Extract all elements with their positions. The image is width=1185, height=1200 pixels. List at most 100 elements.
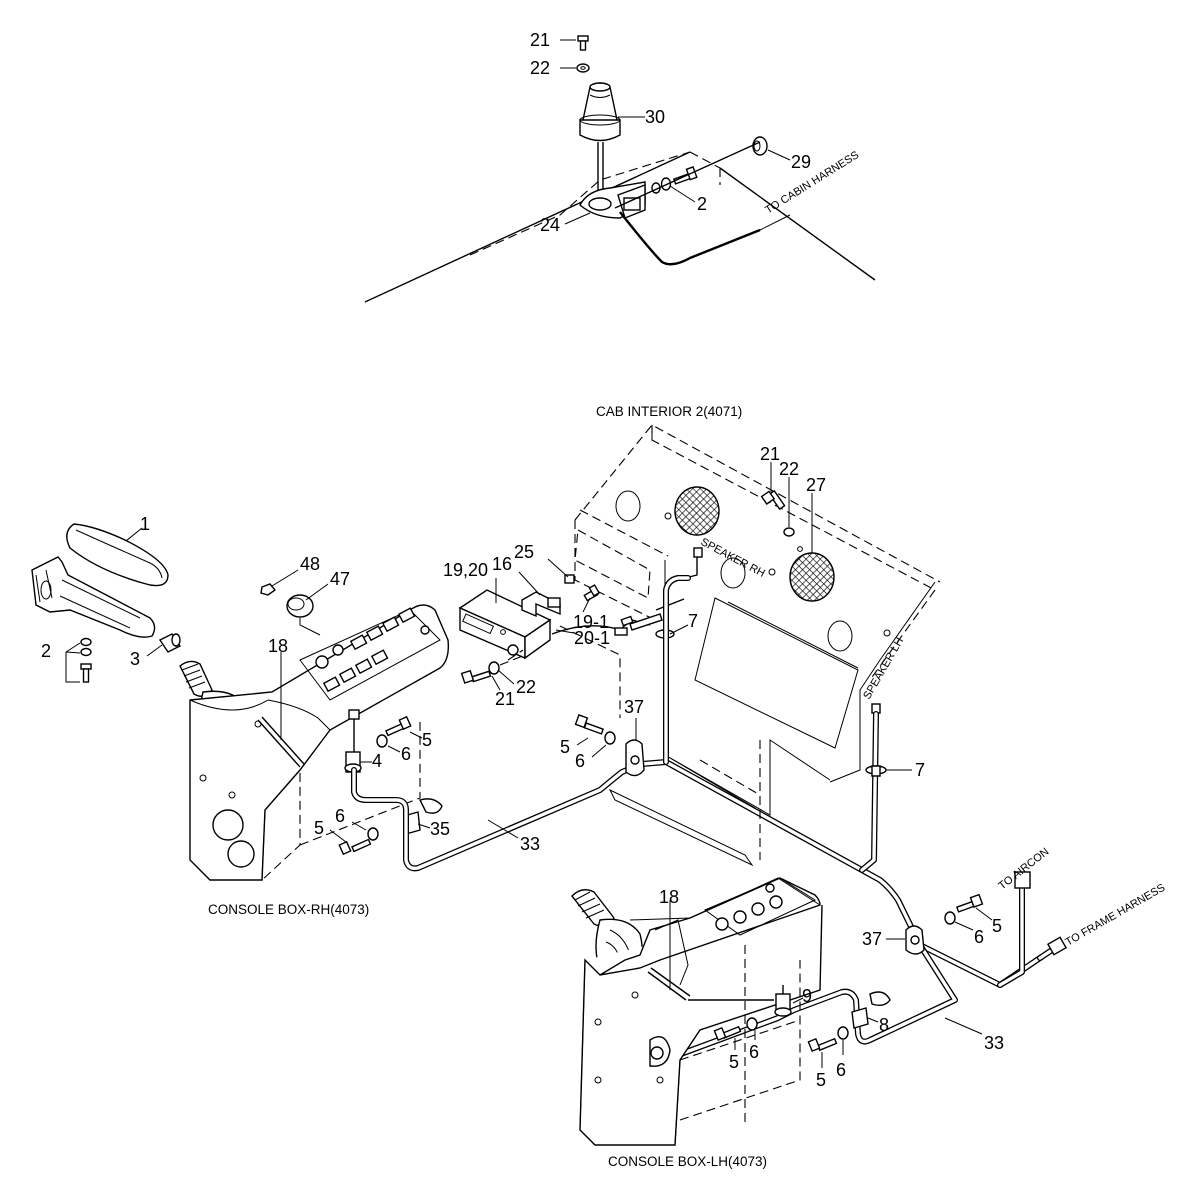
speaker-grille-rh [674, 486, 720, 536]
washer-6-rh-b [367, 827, 379, 841]
label-47: 47 [330, 569, 350, 589]
bolt-5-lh-a [713, 1025, 742, 1042]
washer-6-mid [604, 731, 616, 745]
radio-assembly: 19,20 16 25 19-1 20-1 21 22 7 [443, 542, 698, 718]
label-5-right: 5 [992, 916, 1002, 936]
label-22-radio: 22 [516, 677, 536, 697]
grommet-29 [752, 136, 768, 156]
label-30: 30 [645, 107, 665, 127]
roof-edge-line [364, 151, 691, 303]
label-6-lh-a: 6 [749, 1042, 759, 1062]
clamp-37-upper [625, 739, 645, 777]
washer-2-left-b [80, 647, 92, 657]
bolt-5-mid [574, 714, 605, 735]
washer-6-lh-b [837, 1026, 849, 1040]
radio-bracket-16 [521, 591, 561, 618]
console-rh-body [189, 604, 450, 881]
washer-22-top [576, 63, 590, 73]
label-25: 25 [514, 542, 534, 562]
label-21-top: 21 [530, 30, 550, 50]
beacon-lamp-30 [579, 82, 621, 142]
washer-22-radio [488, 661, 500, 675]
label-console-rh: CONSOLE BOX-RH(4073) [208, 902, 369, 917]
aircon-connector [1014, 871, 1031, 889]
washer-2b-top [660, 177, 672, 191]
label-35: 35 [430, 819, 450, 839]
console-box-lh: 18 5 6 5 6 9 [571, 877, 891, 1169]
speaker-grille-lh-27 [789, 552, 835, 602]
radio-unit-19-20 [458, 589, 552, 660]
panel-window [694, 597, 859, 749]
washer-22-cab [783, 527, 795, 537]
label-21-radio: 21 [495, 689, 515, 709]
label-22-cab: 22 [779, 459, 799, 479]
bolt-21-radio [460, 669, 492, 684]
label-6-rh-a: 6 [401, 744, 411, 764]
label-7-upper: 7 [688, 611, 698, 631]
label-37-upper: 37 [624, 697, 644, 717]
armrest-pad-1 [66, 523, 169, 587]
label-19-20: 19,20 [443, 560, 488, 580]
panel-hole-3 [827, 620, 853, 652]
console-rh-switch-panel [299, 607, 441, 701]
label-22-top: 22 [530, 58, 550, 78]
washer-6-rh-a [376, 734, 388, 748]
label-19-1: 19-1 [573, 612, 609, 632]
console-lh-switch-panel [703, 877, 817, 936]
beacon-assembly: 21 22 30 29 2 24 TO CABIN HARNESS [364, 30, 876, 303]
washer-6-right [944, 911, 956, 925]
clip-7-lower [865, 765, 887, 777]
label-18-rh: 18 [268, 636, 288, 656]
label-9: 9 [802, 986, 812, 1006]
bolt-2-left [80, 663, 92, 683]
roof-edge-dash [689, 151, 721, 169]
nut-48 [260, 583, 277, 596]
label-21-cab: 21 [760, 444, 780, 464]
armrest-bracket [31, 556, 156, 638]
label-16: 16 [492, 554, 512, 574]
label-6-right: 6 [974, 927, 984, 947]
bushing-3 [158, 633, 182, 653]
label-2-top: 2 [697, 194, 707, 214]
label-6-lh-b: 6 [836, 1060, 846, 1080]
console-lh-latch [649, 1036, 671, 1067]
beacon-bracket-24 [579, 181, 646, 219]
label-33-rh: 33 [520, 834, 540, 854]
bolt-5-rh-b [338, 838, 372, 856]
label-27: 27 [806, 475, 826, 495]
label-to-cabin-harness: TO CABIN HARNESS [763, 149, 861, 216]
roof-dash [469, 151, 691, 256]
label-speaker-lh: SPEAKER LH [861, 636, 906, 702]
radio-bolt-25 [564, 574, 575, 584]
bolt-5-lh-b [807, 1037, 838, 1053]
label-3: 3 [130, 649, 140, 669]
frame-harness-connector [1046, 936, 1068, 956]
label-6-mid: 6 [575, 751, 585, 771]
main-harness-33 [351, 575, 1061, 1058]
bolt-21-cab [760, 489, 786, 511]
label-5-rh-a: 5 [422, 730, 432, 750]
connector-9 [688, 985, 792, 1017]
beacon-wire [619, 211, 761, 266]
roof-edge-line-right [719, 167, 876, 281]
label-1: 1 [140, 514, 150, 534]
speaker-rh-connector: SPEAKER RH [684, 536, 767, 580]
label-4: 4 [372, 751, 382, 771]
label-29: 29 [791, 152, 811, 172]
label-37-lower: 37 [862, 929, 882, 949]
label-5-lh-a: 5 [729, 1052, 739, 1072]
label-33-lh: 33 [984, 1033, 1004, 1053]
bolt-21-top [577, 35, 589, 51]
panel-hole-2 [720, 557, 746, 589]
label-speaker-rh: SPEAKER RH [699, 536, 767, 580]
washer-6-lh-a [746, 1017, 758, 1031]
clamp-37-lower [905, 925, 925, 955]
speaker-lh-connector: SPEAKER LH [861, 636, 906, 714]
label-5-mid: 5 [560, 737, 570, 757]
label-18-lh: 18 [659, 887, 679, 907]
washer-2-left-a [80, 637, 92, 647]
label-2-left: 2 [41, 641, 51, 661]
cable-18-rh [257, 719, 301, 768]
